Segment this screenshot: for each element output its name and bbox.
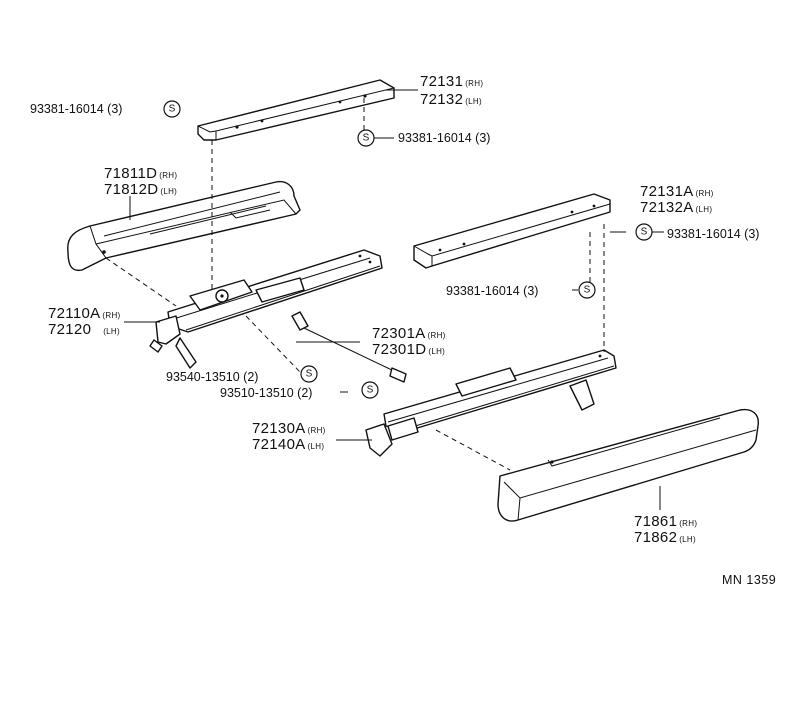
label-71861: 71861(RH) bbox=[634, 513, 697, 530]
label-93540-13510: 93540-13510 (2) bbox=[166, 370, 258, 384]
label-71862: 71862(LH) bbox=[634, 529, 696, 546]
label-72130a: 72130A(RH) bbox=[252, 420, 326, 437]
rail-cover-71811d bbox=[67, 180, 301, 272]
s-symbol-4: S bbox=[578, 281, 596, 299]
seat-track-72130a bbox=[365, 349, 617, 457]
label-72131: 72131(RH) bbox=[420, 73, 483, 90]
label-72132: 72132(LH) bbox=[420, 91, 482, 108]
label-93510-13510: 93510-13510 (2) bbox=[220, 386, 312, 400]
leader-lines bbox=[124, 89, 664, 510]
s-symbol-1: S bbox=[163, 100, 181, 118]
s-symbol-5: S bbox=[300, 365, 318, 383]
label-93381-16014-c: 93381-16014 (3) bbox=[667, 227, 759, 241]
seat-track-72110a bbox=[149, 249, 383, 369]
figure-reference: MN 1359 bbox=[722, 573, 776, 587]
label-72132a: 72132A(LH) bbox=[640, 199, 712, 216]
svg-text:S: S bbox=[641, 227, 648, 238]
label-72140a: 72140A(LH) bbox=[252, 436, 324, 453]
label-72120: 72120(LH) bbox=[48, 321, 120, 338]
label-71811d: 71811D(RH) bbox=[104, 165, 177, 182]
cable-72301a bbox=[291, 311, 407, 383]
label-93381-16014-b: 93381-16014 (3) bbox=[398, 131, 490, 145]
svg-text:S: S bbox=[367, 385, 374, 396]
s-symbol-2: S bbox=[357, 129, 375, 147]
s-symbol-3: S bbox=[635, 223, 653, 241]
assembly-lines bbox=[105, 98, 605, 471]
label-93381-16014-a: 93381-16014 (3) bbox=[30, 102, 122, 116]
label-93381-16014-d: 93381-16014 (3) bbox=[446, 284, 538, 298]
svg-text:S: S bbox=[584, 285, 591, 296]
svg-text:S: S bbox=[363, 133, 370, 144]
bracket-72131 bbox=[197, 79, 395, 141]
label-72110a: 72110A(RH) bbox=[48, 305, 121, 322]
svg-text:S: S bbox=[169, 104, 176, 115]
s-symbol-6: S bbox=[361, 381, 379, 399]
label-72131a: 72131A(RH) bbox=[640, 183, 714, 200]
label-72301d: 72301D(LH) bbox=[372, 341, 445, 358]
svg-text:S: S bbox=[306, 369, 313, 380]
bracket-72131a bbox=[413, 193, 611, 269]
rail-cover-71861 bbox=[497, 408, 759, 522]
label-72301a: 72301A(RH) bbox=[372, 325, 446, 342]
label-71812d: 71812D(LH) bbox=[104, 181, 177, 198]
